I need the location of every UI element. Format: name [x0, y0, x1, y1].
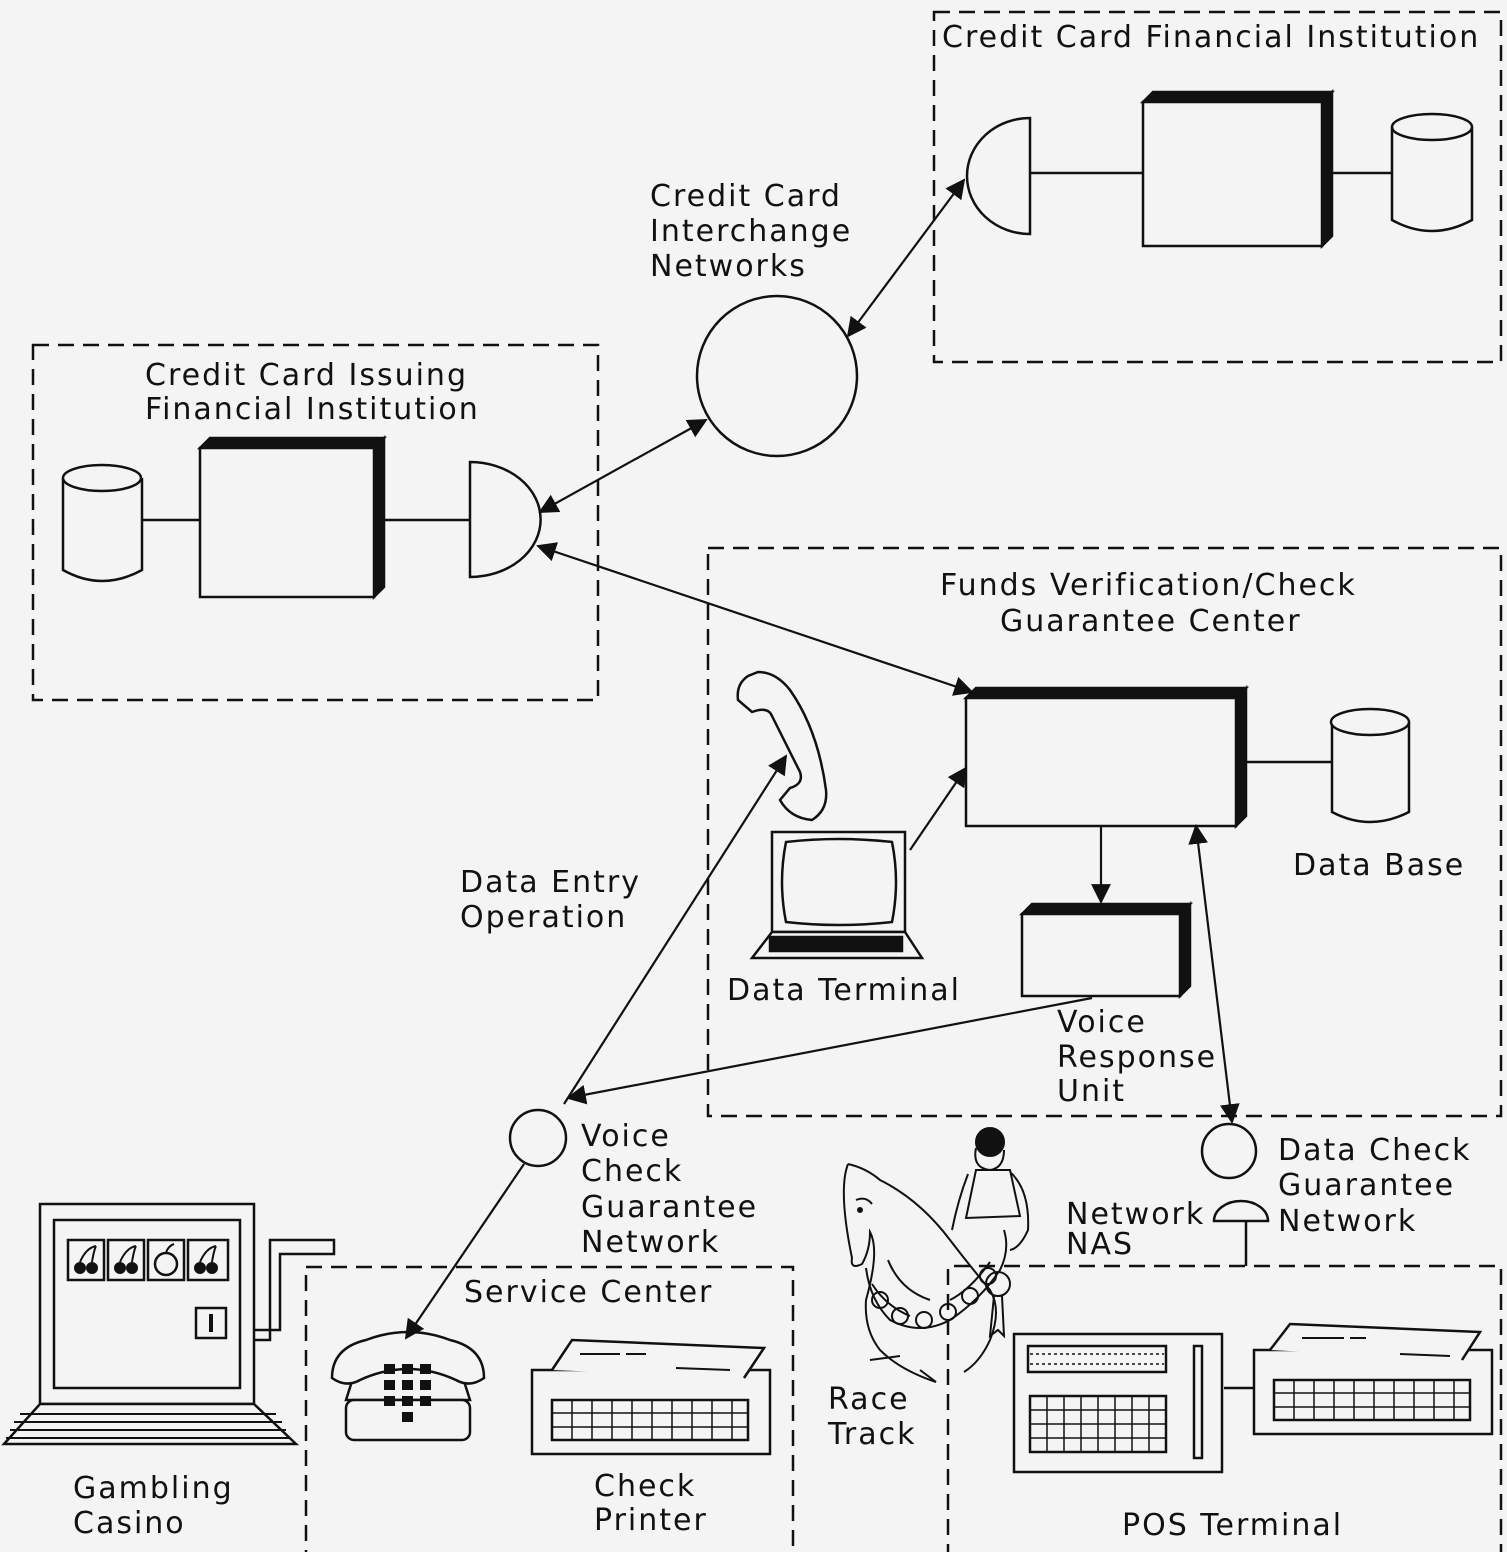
handset-icon — [738, 672, 827, 820]
arrow-issuing-to-center — [538, 546, 972, 692]
data-check-network-circle — [1202, 1124, 1256, 1178]
interchange-network-circle — [697, 296, 857, 456]
cc-fi-processor-box — [1143, 92, 1332, 246]
issuing-label-2: Financial Institution — [145, 392, 480, 427]
arrow-voice-network-to-phone — [406, 1164, 524, 1338]
voice-network-label-2: Check — [581, 1154, 683, 1189]
check-printer-icon — [532, 1340, 770, 1454]
race-track-label-2: Track — [827, 1417, 917, 1452]
vru-label-1: Voice — [1057, 1005, 1147, 1040]
voice-network-label-3: Guarantee — [581, 1190, 758, 1225]
check-printer-label-1: Check — [594, 1469, 696, 1504]
issuing-database-icon — [63, 465, 142, 581]
center-database-icon — [1331, 709, 1409, 822]
arrow-center-to-data-network — [1196, 826, 1232, 1122]
funds-center-label-2: Guarantee Center — [1000, 604, 1302, 639]
data-entry-label-1: Data Entry — [460, 865, 641, 900]
interchange-label-3: Networks — [650, 249, 807, 284]
data-terminal-icon — [752, 832, 922, 958]
service-center-label: Service Center — [464, 1275, 713, 1310]
check-printer-label-2: Printer — [594, 1503, 708, 1538]
center-processor-box — [966, 688, 1246, 826]
interchange-label-2: Interchange — [650, 214, 852, 249]
race-track-label-1: Race — [828, 1382, 910, 1417]
data-network-label-2: Guarantee — [1278, 1168, 1455, 1203]
arrow-terminal-to-center — [910, 768, 966, 850]
cc-financial-institution-label: Credit Card Financial Institution — [942, 20, 1480, 55]
race-horse-icon — [844, 1128, 1028, 1382]
data-network-label-1: Data Check — [1278, 1133, 1471, 1168]
cc-fi-modem-icon — [967, 118, 1030, 234]
arrow-issuing-to-interchange — [540, 420, 706, 512]
vru-label-3: Unit — [1057, 1074, 1126, 1109]
nas-label-2: NAS — [1066, 1227, 1134, 1262]
data-network-label-3: Network — [1278, 1204, 1417, 1239]
funds-center-label-1: Funds Verification/Check — [940, 568, 1357, 603]
data-terminal-label: Data Terminal — [727, 973, 961, 1008]
vru-label-2: Response — [1057, 1040, 1217, 1075]
casino-label-2: Casino — [73, 1506, 186, 1541]
voice-response-unit-box — [1022, 904, 1190, 996]
pos-check-printer-icon — [1254, 1324, 1492, 1434]
arrow-vru-to-voice-network — [568, 998, 1092, 1098]
pos-terminal-label: POS Terminal — [1122, 1508, 1343, 1543]
interchange-label-1: Credit Card — [650, 179, 842, 214]
voice-network-label-4: Network — [581, 1225, 720, 1260]
arrow-interchange-to-cc-fi — [848, 180, 964, 336]
issuing-modem-icon — [470, 462, 541, 577]
slot-machine-icon — [4, 1204, 334, 1444]
issuing-label-1: Credit Card Issuing — [145, 358, 468, 393]
data-base-label: Data Base — [1293, 848, 1465, 883]
cc-fi-database-icon — [1392, 114, 1472, 231]
issuing-processor-box — [200, 438, 384, 597]
nas-modem-icon — [1214, 1201, 1268, 1221]
voice-check-network-circle — [510, 1110, 566, 1166]
voice-network-label-1: Voice — [581, 1119, 671, 1154]
pos-keypad-icon — [1014, 1334, 1222, 1472]
data-entry-label-2: Operation — [460, 900, 627, 935]
telephone-icon — [332, 1332, 484, 1440]
casino-label-1: Gambling — [73, 1471, 234, 1506]
